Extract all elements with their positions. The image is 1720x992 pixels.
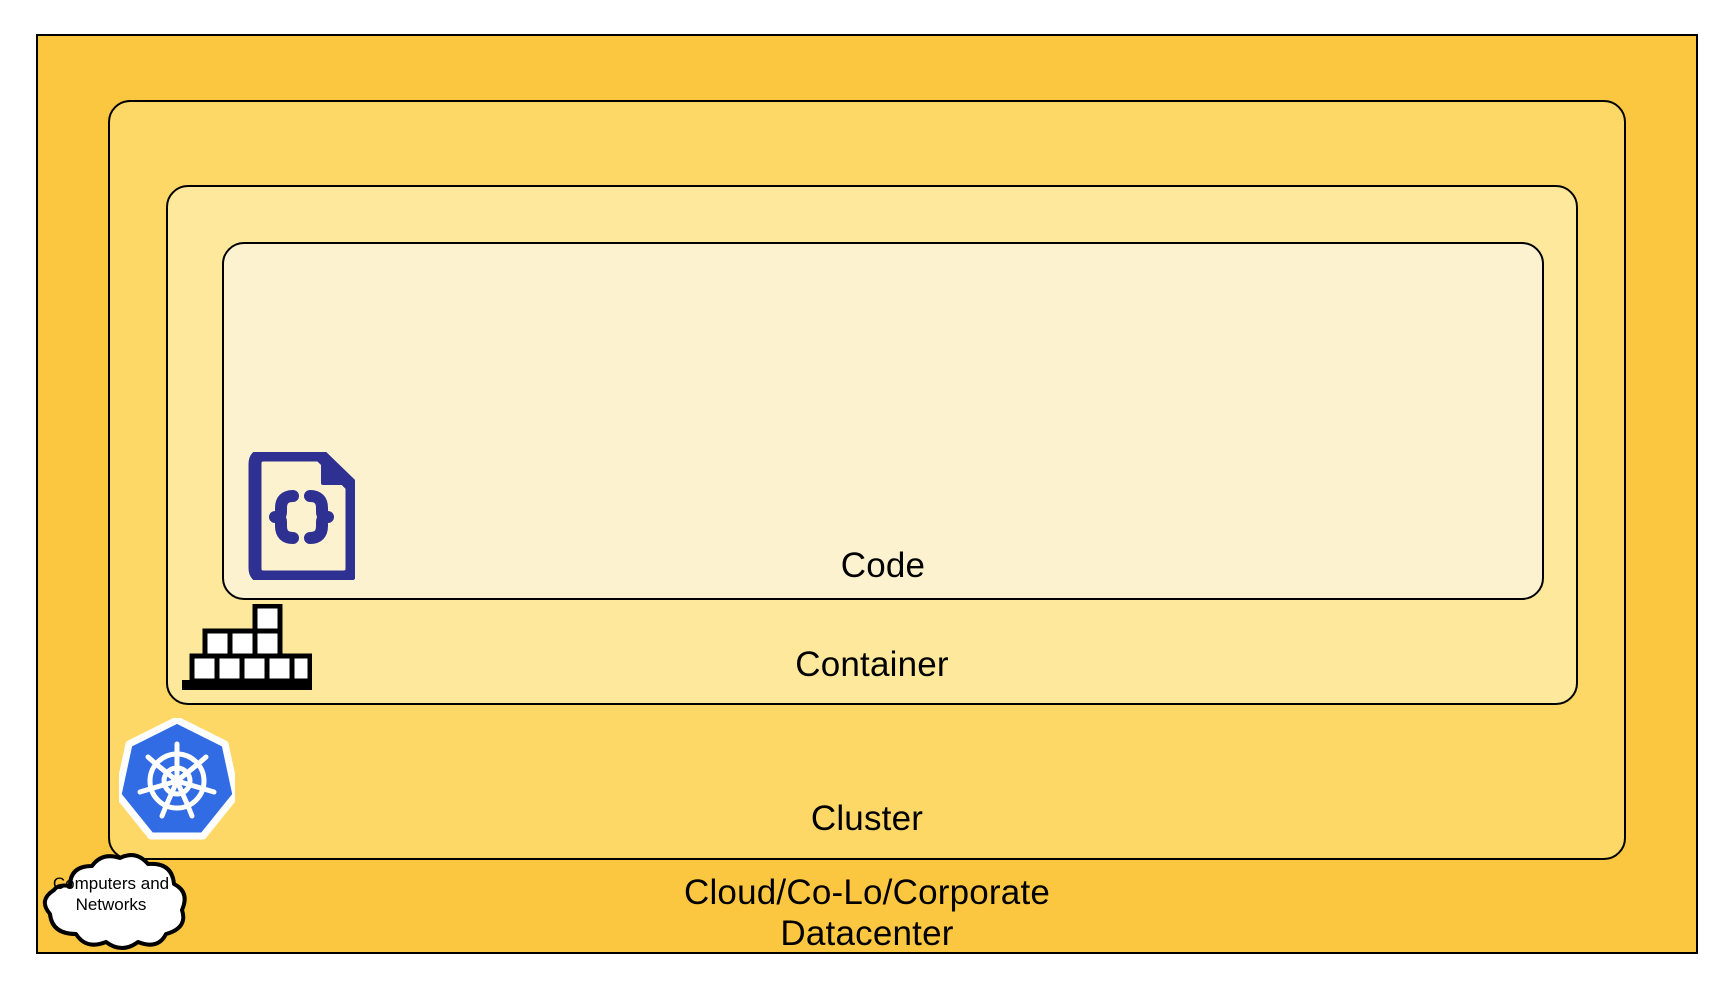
code-file-icon <box>243 448 359 584</box>
layer-label-cluster: Cluster <box>810 799 924 838</box>
layer-label-datacenter: Cloud/Co-Lo/Corporate Datacenter <box>683 873 1051 954</box>
computers-networks-cloud <box>36 852 191 952</box>
layer-code <box>222 242 1544 600</box>
layer-label-code: Code <box>840 546 926 585</box>
container-stack-icon <box>182 603 313 690</box>
layer-label-container: Container <box>795 645 949 684</box>
kubernetes-logo-icon <box>114 716 240 840</box>
